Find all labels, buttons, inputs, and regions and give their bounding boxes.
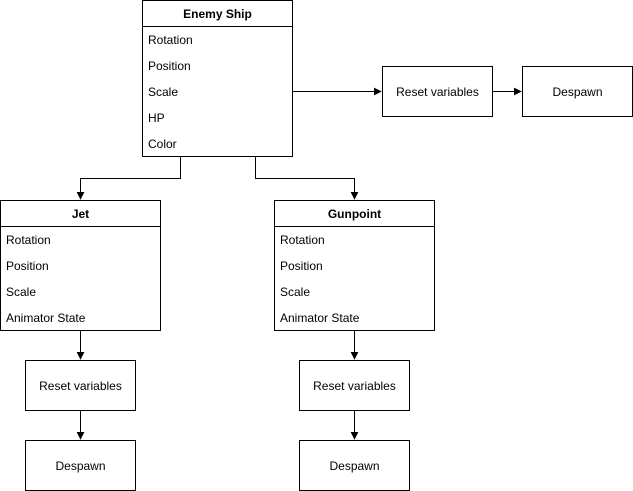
field-animator-state: Animator State bbox=[280, 311, 360, 325]
gunpoint-despawn-label: Despawn bbox=[329, 458, 380, 473]
enemy-despawn-label: Despawn bbox=[552, 84, 603, 99]
field-animator-state: Animator State bbox=[6, 311, 86, 325]
field-scale: Scale bbox=[148, 85, 179, 99]
field-position: Position bbox=[6, 259, 49, 273]
jet-reset-variables-label: Reset variables bbox=[39, 378, 122, 393]
edge-enemy-to-gunpoint bbox=[255, 156, 359, 200]
gunpoint-reset-variables-label: Reset variables bbox=[313, 378, 396, 393]
field-position: Position bbox=[148, 59, 191, 73]
gunpoint-box[interactable]: Gunpoint Rotation Position Scale Animato… bbox=[274, 200, 435, 331]
enemy-despawn-box[interactable]: Despawn bbox=[522, 66, 633, 117]
field-rotation: Rotation bbox=[6, 233, 51, 247]
jet-box[interactable]: Jet Rotation Position Scale Animator Sta… bbox=[0, 200, 161, 331]
field-position: Position bbox=[280, 259, 323, 273]
gunpoint-reset-variables-box[interactable]: Reset variables bbox=[299, 360, 410, 411]
edge-enemy-to-jet bbox=[76, 156, 181, 200]
enemy-reset-variables-label: Reset variables bbox=[396, 84, 479, 99]
enemy-ship-fields: Rotation Position Scale HP Color bbox=[143, 27, 292, 157]
jet-reset-variables-box[interactable]: Reset variables bbox=[25, 360, 136, 411]
field-color: Color bbox=[148, 137, 177, 151]
jet-title: Jet bbox=[1, 201, 160, 227]
field-rotation: Rotation bbox=[280, 233, 325, 247]
gunpoint-title: Gunpoint bbox=[275, 201, 434, 227]
field-hp: HP bbox=[148, 111, 165, 125]
field-rotation: Rotation bbox=[148, 33, 193, 47]
jet-despawn-box[interactable]: Despawn bbox=[25, 440, 136, 491]
field-scale: Scale bbox=[280, 285, 311, 299]
field-scale: Scale bbox=[6, 285, 37, 299]
gunpoint-despawn-box[interactable]: Despawn bbox=[299, 440, 410, 491]
jet-despawn-label: Despawn bbox=[55, 458, 106, 473]
enemy-ship-title: Enemy Ship bbox=[143, 1, 292, 27]
jet-fields: Rotation Position Scale Animator State bbox=[1, 227, 160, 331]
enemy-ship-box[interactable]: Enemy Ship Rotation Position Scale HP Co… bbox=[142, 0, 293, 157]
gunpoint-fields: Rotation Position Scale Animator State bbox=[275, 227, 434, 331]
enemy-reset-variables-box[interactable]: Reset variables bbox=[382, 66, 493, 117]
